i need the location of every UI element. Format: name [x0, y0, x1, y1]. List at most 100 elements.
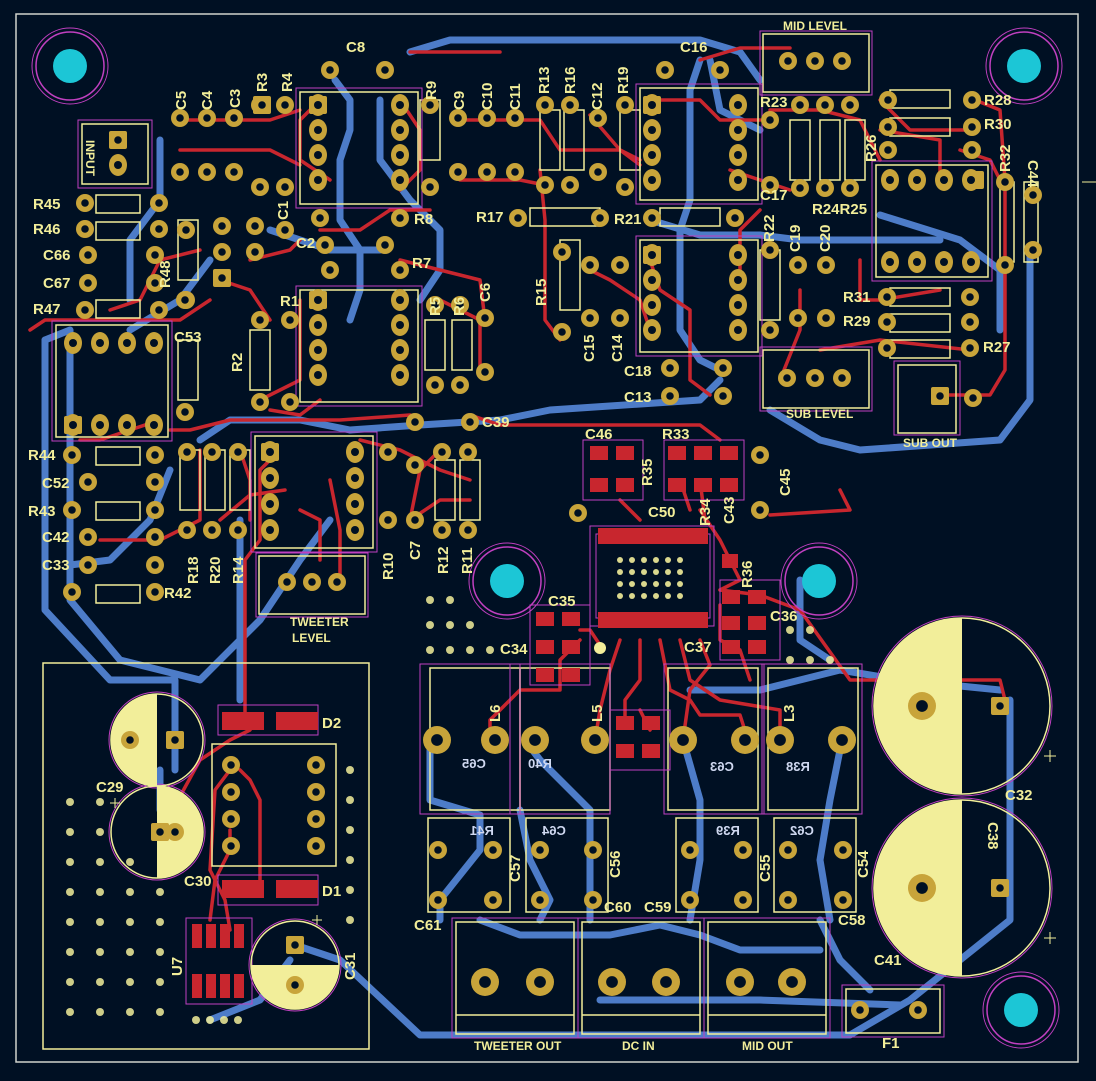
pad-hole — [84, 561, 92, 569]
pad-hole — [151, 588, 159, 596]
pad-hole — [171, 828, 179, 836]
pad-hole — [648, 214, 656, 222]
smd-pads — [192, 446, 766, 998]
pad-hole — [181, 296, 189, 304]
pad-hole — [648, 101, 656, 109]
pad-hole — [312, 815, 320, 823]
pad-hole — [84, 279, 92, 287]
pad-hole — [883, 293, 891, 301]
ref-dc-in: DC IN — [622, 1039, 655, 1053]
pad-hole — [794, 261, 802, 269]
ref-c65: C65 — [462, 756, 486, 771]
pad-hole — [966, 293, 974, 301]
ref-c56: C56 — [607, 850, 624, 878]
pad-hole — [314, 346, 322, 354]
pad-hole — [586, 314, 594, 322]
pad-hole — [734, 151, 742, 159]
pad-hole — [123, 339, 131, 347]
pad-hole — [218, 248, 226, 256]
ref-r36: R36 — [739, 560, 756, 588]
pad-hole — [151, 279, 159, 287]
ref-c29: C29 — [96, 779, 124, 796]
ref-c44: C44 — [1024, 160, 1041, 188]
pad-hole — [511, 114, 519, 122]
pad-hole — [766, 326, 774, 334]
pad-hole — [286, 316, 294, 324]
ref-c64: C64 — [542, 823, 566, 838]
pad-hole — [151, 478, 159, 486]
pad-hole — [176, 168, 184, 176]
mounting-holes — [35, 31, 1059, 1045]
pad-hole — [266, 474, 274, 482]
pad-hole — [566, 181, 574, 189]
ref-c34: C34 — [500, 641, 528, 658]
ref-c35: C35 — [548, 593, 576, 610]
pad-hole — [281, 101, 289, 109]
pad-hole — [766, 116, 774, 124]
pad-hole — [783, 374, 791, 382]
pad-hole — [621, 183, 629, 191]
ref-c16: C16 — [680, 39, 708, 56]
pad-hole — [314, 101, 322, 109]
ref-r14: R14 — [230, 556, 247, 584]
pad-hole — [616, 261, 624, 269]
ref-sub-level: SUB LEVEL — [786, 407, 854, 421]
pad-hole — [739, 734, 751, 746]
pad-hole — [266, 526, 274, 534]
ref-c4: C4 — [199, 90, 216, 110]
ref-r6: R6 — [451, 296, 468, 316]
ref-c53: C53 — [174, 329, 202, 346]
pad-hole — [84, 251, 92, 259]
pad-hole — [734, 126, 742, 134]
ref-c15: C15 — [581, 334, 598, 362]
pad-hole — [326, 266, 334, 274]
tht-pads — [63, 52, 1042, 1019]
ref-sub-out: SUB OUT — [903, 436, 957, 450]
pad-hole — [1001, 261, 1009, 269]
pad-hole — [719, 364, 727, 372]
pad-hole — [291, 941, 299, 949]
pad-hole — [150, 339, 158, 347]
ref-c52: C52 — [42, 475, 70, 492]
pad-hole — [431, 301, 439, 309]
pad-hole — [686, 846, 694, 854]
ref-c59: C59 — [644, 899, 672, 916]
ref-r32: R32 — [997, 144, 1014, 172]
pad-hole — [314, 126, 322, 134]
pad-hole — [256, 183, 264, 191]
pad-hole — [996, 702, 1004, 710]
pad-hole — [396, 101, 404, 109]
pad-hole — [966, 344, 974, 352]
pad-hole — [566, 101, 574, 109]
pad-hole — [594, 114, 602, 122]
pad-hole — [396, 346, 404, 354]
ref-d2: D2 — [322, 715, 342, 732]
pad-hole — [884, 96, 892, 104]
ref-c61: C61 — [414, 917, 442, 934]
ref-r40: R40 — [528, 756, 552, 771]
pad-hole — [155, 306, 163, 314]
pad-hole — [886, 258, 894, 266]
pad-hole — [314, 151, 322, 159]
pad-hole — [886, 176, 894, 184]
ref-r21: R21 — [614, 211, 642, 228]
pad-hole — [454, 114, 462, 122]
pad-hole — [256, 398, 264, 406]
pad-hole — [541, 101, 549, 109]
pad-hole — [594, 168, 602, 176]
polarity-marks — [110, 181, 1096, 944]
pad-hole — [464, 526, 472, 534]
pad-hole — [838, 57, 846, 65]
pad-hole — [312, 761, 320, 769]
ref-r47: R47 — [33, 301, 61, 318]
pad-hole — [589, 896, 597, 904]
pad-hole — [426, 183, 434, 191]
pad-hole — [846, 184, 854, 192]
ref-c20: C20 — [817, 224, 834, 252]
pad-hole — [351, 526, 359, 534]
ref-c11: C11 — [507, 83, 524, 110]
pad-hole — [838, 374, 846, 382]
pad-hole — [438, 448, 446, 456]
ref-r33: R33 — [662, 426, 690, 443]
amplifier-ic — [594, 528, 711, 654]
